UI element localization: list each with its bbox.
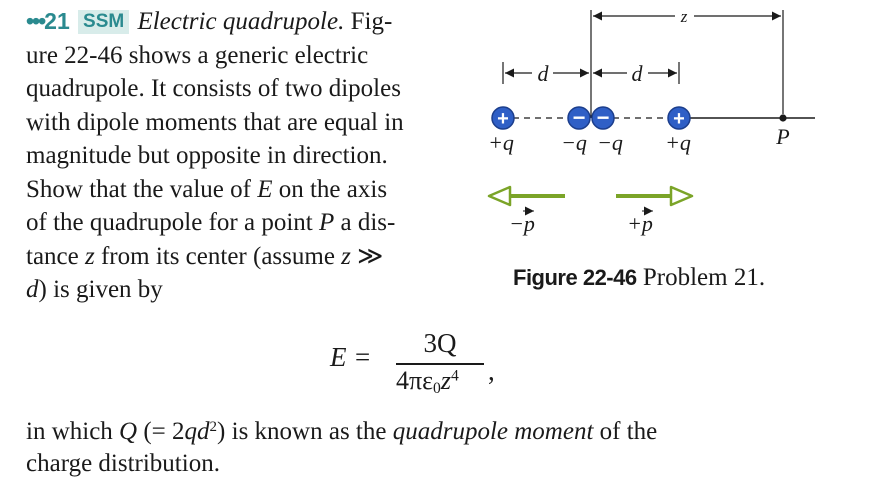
denominator-sub: 0: [433, 379, 441, 397]
minus-sign: −: [573, 105, 586, 130]
neg-p-text: −p: [509, 211, 535, 236]
var-z: z: [84, 242, 95, 270]
problem-number-value: 21: [44, 8, 70, 34]
problem-line-9: d) is given by: [26, 273, 458, 307]
var-P: P: [318, 209, 335, 236]
closing-line-1: in which Q (= 2qd2) is known as the quad…: [26, 416, 826, 448]
term-quadrupole-moment: quadrupole moment: [392, 418, 594, 445]
closing-line-2: charge distribution.: [26, 450, 220, 477]
label-plus-q-right: +q: [665, 130, 691, 155]
equation-lhs: E =: [330, 342, 371, 373]
closing-text: in which Q (= 2qd2) is known as the quad…: [26, 416, 826, 480]
label-minus-q-2: −q: [597, 130, 623, 155]
charge-minus-2: −: [591, 105, 615, 130]
problem-text: of the quadrupole for a point: [26, 209, 313, 236]
charge-plus-left: +: [491, 106, 515, 130]
minus-sign: −: [597, 105, 610, 130]
problem-text: Show that the value of: [26, 175, 251, 203]
var-d: d: [26, 276, 39, 303]
problem-text: Fig-: [350, 8, 393, 35]
label-neg-p: −p: [509, 206, 535, 236]
fraction-bar: [396, 363, 484, 365]
denominator-exp: 4: [450, 367, 459, 385]
problem-text: from its center (assume: [100, 242, 335, 270]
equation-comma: ,: [488, 356, 495, 386]
problem-line-6: Show that the value of E on the axis: [26, 173, 458, 207]
problem-line-7: of the quadrupole for a point P a dis-: [26, 206, 458, 240]
d1-label: d: [538, 61, 550, 86]
problem-line-1: •••21 SSM Electric quadrupole. Fig-: [26, 5, 458, 39]
problem-line-4: with dipole moments that are equal in: [26, 108, 404, 136]
problem-statement: •••21 SSM Electric quadrupole. Fig- ure …: [26, 5, 458, 307]
equation-numerator: 3Q: [396, 328, 484, 359]
label-minus-q-1: −q: [561, 130, 587, 155]
problem-text: on the axis: [278, 175, 388, 203]
var-z: z: [341, 242, 351, 270]
problem-text: ) is given by: [38, 276, 163, 303]
equation-lhs-text: E =: [330, 342, 372, 372]
difficulty-dots: •••: [26, 8, 46, 34]
label-plus-q-left: +q: [488, 130, 514, 155]
label-point-p: P: [775, 124, 789, 149]
pos-p-text: +p: [627, 211, 653, 236]
var-qd: qd: [184, 418, 210, 445]
figure-caption-text: Problem 21.: [642, 264, 766, 291]
charge-plus-right: +: [667, 106, 691, 130]
plus-sign: +: [497, 108, 509, 130]
point-p-dot: [779, 114, 787, 122]
dipole-arrow-negative: [487, 185, 565, 207]
figure-caption-label: Figure 22-46: [513, 265, 637, 290]
equation-denominator: 4πε0z4: [396, 366, 492, 396]
much-greater-symbol: ≫: [357, 242, 384, 270]
z-label: z: [680, 7, 688, 26]
quadrupole-figure: z d d + − − + +q −q −q +q P −p: [487, 7, 815, 236]
figure-caption: Figure 22-46 Problem 21.: [513, 264, 765, 292]
closing-text-part: ) is known as the: [217, 418, 387, 445]
closing-text-part: of the: [599, 418, 658, 445]
problem-line-2: ure 22-46 shows a generic electric: [26, 41, 369, 69]
numerator-text: 3Q: [423, 328, 457, 358]
d2-label: d: [632, 61, 644, 86]
problem-number: •••21: [26, 8, 70, 34]
closing-text-part: (= 2: [143, 418, 185, 445]
problem-title: Electric quadrupole.: [137, 8, 345, 35]
denominator-main: 4πε: [396, 366, 434, 395]
problem-text: a dis-: [340, 209, 396, 236]
closing-text-part: in which: [26, 418, 113, 445]
problem-text: tance: [26, 242, 79, 270]
label-pos-p: +p: [627, 206, 653, 236]
ssm-badge: SSM: [78, 10, 130, 34]
problem-line-5: magnitude but opposite in direction.: [26, 142, 388, 169]
exponent: 2: [209, 418, 218, 435]
charge-minus-1: −: [567, 105, 591, 130]
problem-line-8: tance z from its center (assume z ≫: [26, 240, 458, 274]
denominator-var: z: [440, 366, 451, 395]
var-E: E: [257, 175, 273, 203]
plus-sign: +: [673, 108, 685, 130]
dipole-arrow-positive: [616, 185, 694, 207]
problem-line-3: quadrupole. It consists of two dipoles: [26, 75, 401, 102]
var-Q: Q: [119, 418, 138, 445]
